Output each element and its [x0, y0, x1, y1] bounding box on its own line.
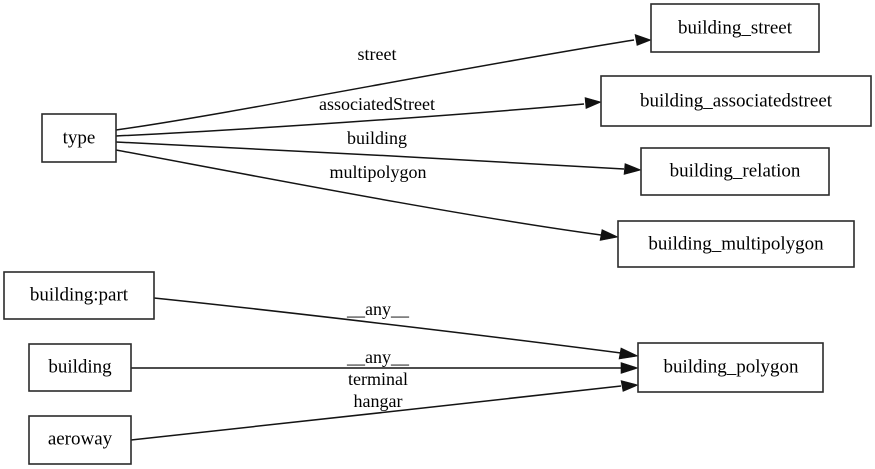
arrowhead-icon — [634, 34, 652, 46]
arrowhead-icon — [584, 97, 602, 109]
node-label: building_multipolygon — [648, 233, 824, 254]
node-label: type — [63, 127, 96, 148]
node-label: building — [48, 356, 112, 377]
edge-path — [153, 297, 622, 354]
edge-building-any[interactable] — [131, 362, 639, 374]
edge-type-multipolygon[interactable] — [115, 149, 619, 241]
node-box — [637, 342, 824, 393]
node-box — [41, 113, 117, 163]
edge-type-building[interactable] — [115, 141, 642, 175]
edge-label-any-part: __any__ — [346, 299, 410, 319]
node-type[interactable]: type — [41, 113, 117, 163]
node-box — [617, 220, 855, 268]
nodes-layer: type building_street building_associated… — [3, 3, 872, 465]
node-label: building_street — [678, 17, 793, 38]
node-box — [600, 75, 872, 127]
node-building-polygon[interactable]: building_polygon — [637, 342, 824, 393]
edge-buildingpart-any[interactable] — [153, 297, 640, 360]
node-building-part[interactable]: building:part — [3, 271, 155, 320]
edge-label-any-building: __any__ — [346, 347, 410, 367]
node-label: building_polygon — [663, 356, 799, 377]
edge-path — [115, 103, 585, 137]
edge-label-hangar: hangar — [354, 391, 403, 411]
node-building[interactable]: building — [28, 343, 132, 392]
node-box — [650, 3, 820, 53]
edge-type-street[interactable] — [115, 34, 652, 131]
edge-path — [115, 39, 635, 131]
arrowhead-icon — [599, 229, 619, 241]
node-label: building:part — [30, 284, 129, 305]
node-label: building_associatedstreet — [640, 90, 833, 111]
arrowhead-icon — [623, 163, 642, 175]
edge-label-associatedstreet: associatedStreet — [319, 94, 435, 114]
edge-path — [130, 385, 622, 441]
node-box — [28, 343, 132, 392]
edge-path — [115, 141, 625, 170]
node-box — [3, 271, 155, 320]
arrowhead-icon — [620, 380, 639, 392]
node-box — [28, 415, 132, 465]
node-label: building_relation — [670, 160, 801, 181]
edges-layer — [115, 34, 652, 441]
edge-label-terminal: terminal — [348, 369, 408, 389]
node-box — [640, 147, 830, 196]
node-aeroway[interactable]: aeroway — [28, 415, 132, 465]
node-building-street[interactable]: building_street — [650, 3, 820, 53]
node-label: aeroway — [48, 428, 113, 449]
edge-aeroway-terminal-hangar[interactable] — [130, 380, 639, 441]
edge-type-associatedstreet[interactable] — [115, 97, 602, 137]
node-building-relation[interactable]: building_relation — [640, 147, 830, 196]
edge-label-street: street — [358, 44, 397, 64]
edge-label-multipolygon: multipolygon — [329, 162, 426, 182]
edge-path — [115, 149, 602, 236]
edge-label-building: building — [347, 128, 407, 148]
edge-labels-layer: street associatedStreet building multipo… — [319, 44, 435, 411]
node-building-associatedstreet[interactable]: building_associatedstreet — [600, 75, 872, 127]
arrowhead-icon — [620, 362, 639, 374]
node-building-multipolygon[interactable]: building_multipolygon — [617, 220, 855, 268]
arrowhead-icon — [618, 347, 640, 360]
